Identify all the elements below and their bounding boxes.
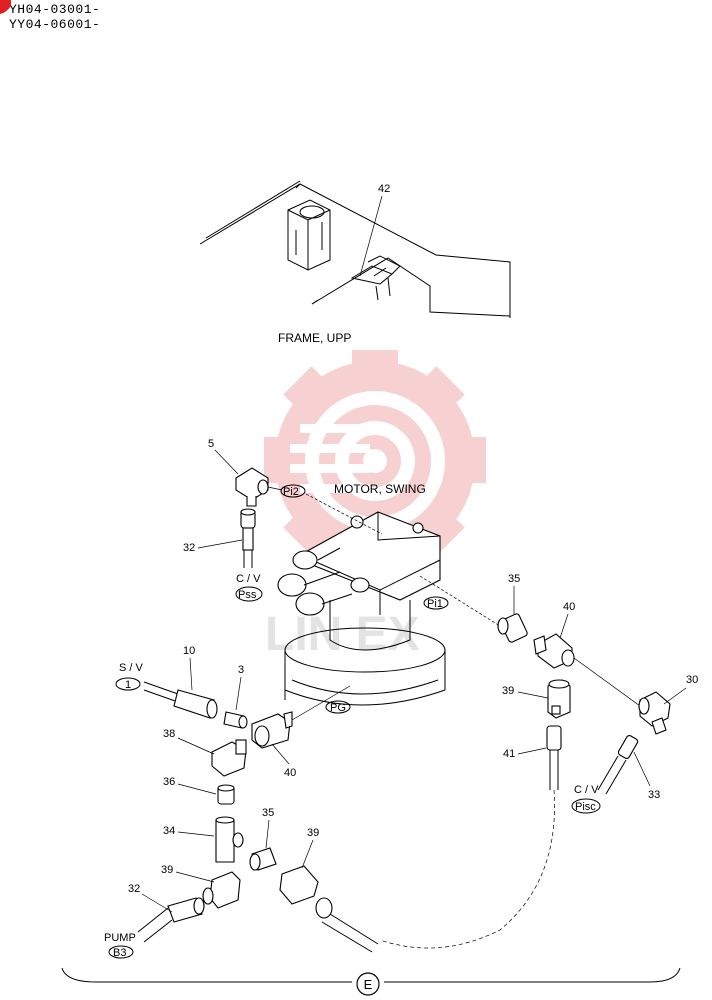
port-label-pi2: Pi2 — [283, 486, 299, 498]
part-number-36: 36 — [163, 776, 175, 788]
fitting-35-lower — [249, 847, 277, 871]
port-label-b3: B3 — [113, 947, 126, 959]
watermark-text: LIN EX — [265, 608, 420, 661]
part-number-30: 30 — [686, 674, 698, 686]
caption-frame-upp: FRAME, UPP — [278, 331, 351, 345]
watermark-gear-icon — [264, 350, 486, 572]
elbow-30 — [638, 691, 671, 735]
part-number-34: 34 — [163, 825, 175, 837]
corner-mark — [0, 0, 11, 14]
part-number-3: 3 — [238, 664, 244, 676]
elbow-38 — [211, 739, 247, 777]
port-label-pisc: Pisc — [575, 801, 596, 813]
tee-34 — [215, 816, 244, 863]
frame-upp-drawing — [199, 180, 511, 318]
part-number-33: 33 — [648, 789, 660, 801]
part-number-39-center: 39 — [307, 827, 319, 839]
port-label-pg: PG — [330, 702, 346, 714]
hose-32-top — [240, 508, 256, 568]
fitting-39-right — [547, 679, 571, 719]
elbow-40-right — [533, 633, 575, 669]
swing-motor-drawing — [277, 511, 446, 706]
part-number-35-lower: 35 — [262, 807, 274, 819]
part-number-5: 5 — [208, 438, 214, 450]
bracket-right — [384, 967, 681, 983]
serial-number-1: YH04-03001- — [9, 2, 101, 17]
fitting-39-center — [279, 865, 379, 953]
label-sv: S / V — [119, 662, 144, 674]
part-number-40-right: 40 — [563, 601, 575, 613]
label-pump: PUMP — [104, 932, 136, 944]
part-number-40-left: 40 — [284, 767, 296, 779]
part-number-41: 41 — [503, 748, 515, 760]
fitting-36 — [217, 784, 235, 805]
hose-32-pump — [137, 897, 205, 943]
part-number-42: 42 — [378, 183, 390, 195]
port-label-pi1: Pi1 — [427, 598, 443, 610]
part-number-39-right: 39 — [502, 685, 514, 697]
part-number-35-right: 35 — [508, 573, 520, 585]
label-cv-right: C / V — [574, 784, 599, 796]
label-cv-top: C / V — [236, 573, 261, 585]
caption-motor-swing: MOTOR, SWING — [334, 482, 426, 496]
hose-33 — [597, 735, 639, 795]
port-label-pss: Pss — [238, 589, 257, 601]
elbow-40-left — [251, 711, 293, 749]
fitting-5 — [235, 467, 283, 507]
port-label-s1: 1 — [125, 679, 131, 691]
part-number-10: 10 — [183, 645, 195, 657]
hose-10 — [173, 689, 218, 719]
part-number-32-pump: 32 — [128, 883, 140, 895]
part-number-39-left: 39 — [161, 864, 173, 876]
fitting-35-right — [497, 613, 528, 643]
fitting-3 — [223, 711, 248, 729]
part-number-38: 38 — [163, 728, 175, 740]
fitting-39-left — [202, 871, 241, 909]
serial-number-2: YY04-06001- — [9, 17, 101, 32]
section-label-e: E — [364, 977, 373, 992]
hose-41 — [546, 725, 562, 790]
part-number-32-top: 32 — [183, 542, 195, 554]
section-marker — [356, 972, 380, 996]
bracket-left — [61, 967, 352, 983]
